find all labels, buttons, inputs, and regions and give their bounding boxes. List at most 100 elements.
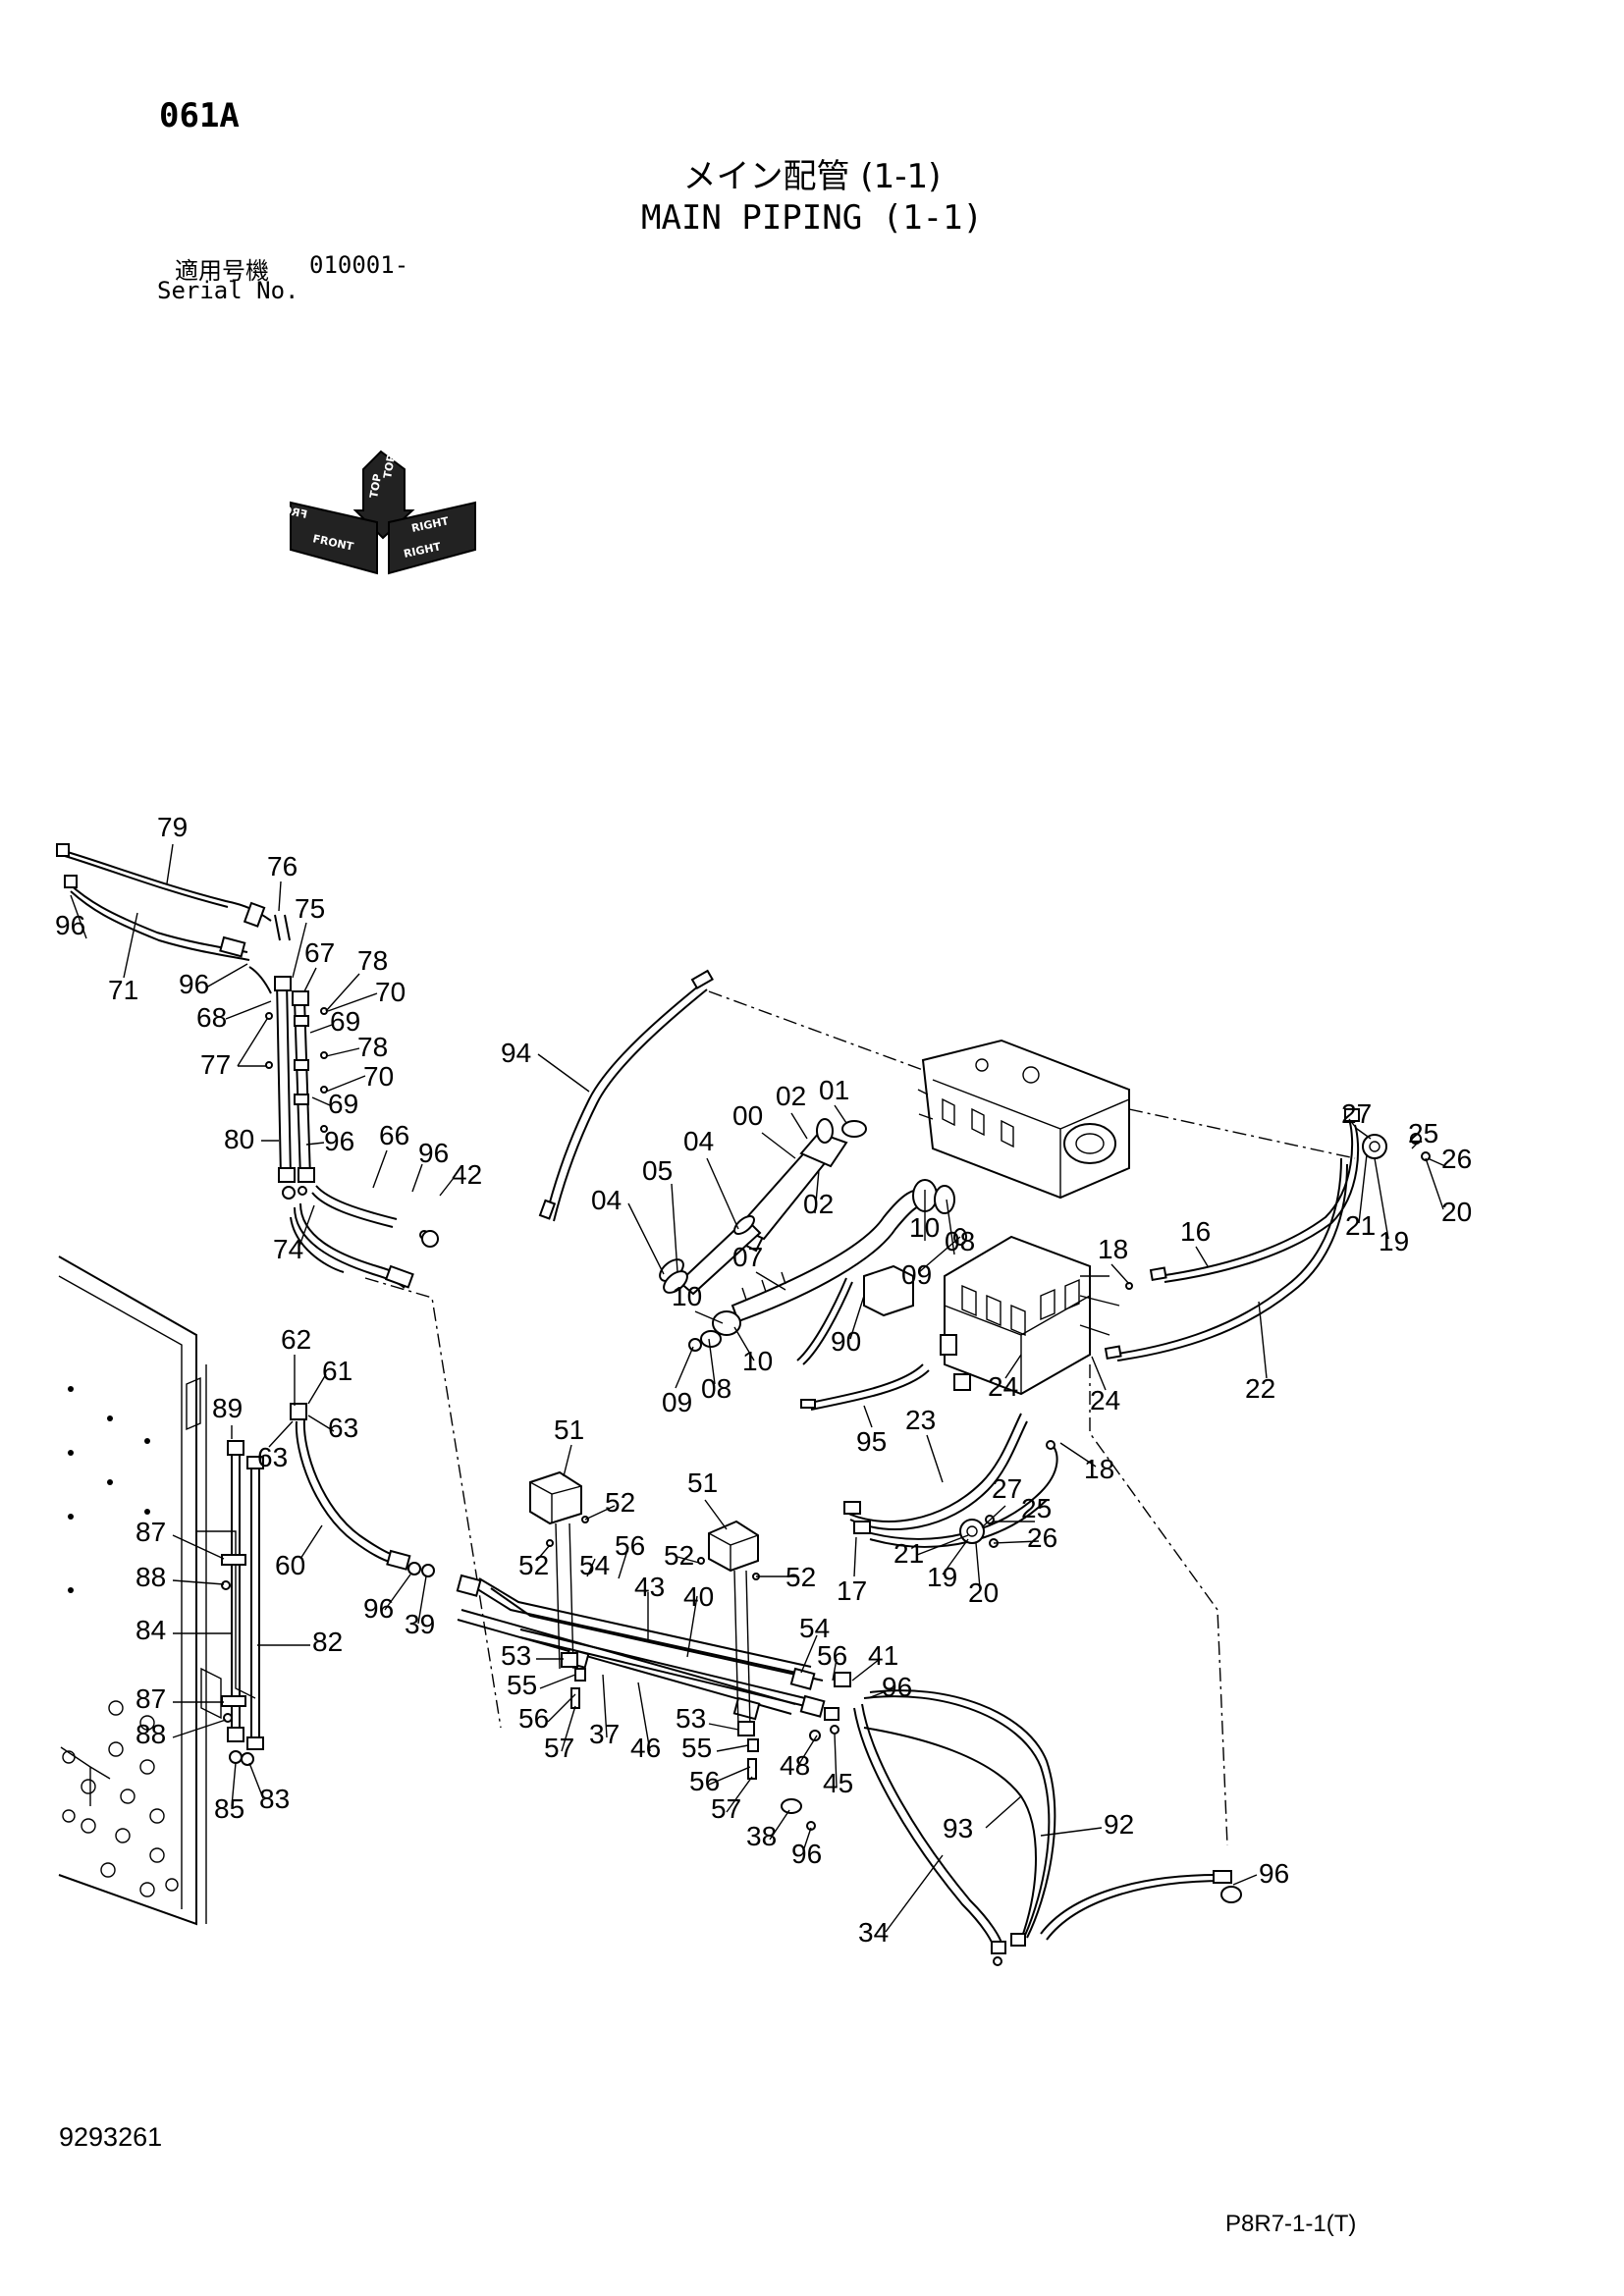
- callout-71: 71: [108, 975, 138, 1005]
- callout-18: 18: [1098, 1234, 1128, 1264]
- callout-77: 77: [200, 1049, 231, 1080]
- hose-assembly-79-71: [56, 843, 291, 994]
- callout-56: 56: [518, 1703, 549, 1734]
- brackets-51: [529, 1470, 760, 1729]
- callout-17: 17: [837, 1575, 867, 1606]
- callout-87: 87: [135, 1683, 166, 1714]
- callout-90: 90: [831, 1326, 861, 1357]
- callout-61: 61: [322, 1356, 352, 1386]
- callout-68: 68: [196, 1002, 227, 1033]
- callout-82: 82: [312, 1627, 343, 1657]
- callout-56: 56: [689, 1766, 720, 1796]
- callout-88: 88: [135, 1719, 166, 1749]
- footer-code: P8R7-1-1(T): [1225, 2211, 1357, 2237]
- callout-60: 60: [275, 1550, 305, 1580]
- callout-83: 83: [259, 1784, 290, 1814]
- orientation-label-top-mirrored: TOP: [381, 454, 398, 480]
- callout-84: 84: [135, 1615, 166, 1645]
- callout-70: 70: [363, 1061, 394, 1092]
- callout-76: 76: [267, 851, 298, 881]
- callout-80: 80: [224, 1124, 254, 1154]
- callout-08: 08: [945, 1226, 975, 1256]
- callout-18: 18: [1084, 1454, 1114, 1484]
- callout-75: 75: [295, 893, 325, 924]
- serial-label-english: Serial No.: [157, 277, 299, 304]
- hose-assembly-66-74: [282, 1185, 502, 1729]
- callout-74: 74: [273, 1234, 303, 1264]
- callout-51: 51: [687, 1468, 718, 1498]
- frame-panel: [58, 1255, 256, 1926]
- callout-96: 96: [1259, 1858, 1289, 1889]
- callout-08: 08: [701, 1373, 731, 1404]
- callout-62: 62: [281, 1324, 311, 1355]
- callout-78: 78: [357, 1032, 388, 1062]
- callout-02: 02: [803, 1189, 834, 1219]
- callout-54: 54: [799, 1613, 830, 1643]
- tubes-67-70: [265, 976, 328, 1183]
- callout-69: 69: [328, 1089, 358, 1119]
- callout-96: 96: [55, 910, 85, 940]
- callout-78: 78: [357, 945, 388, 976]
- callout-57: 57: [544, 1733, 574, 1763]
- callout-10: 10: [742, 1346, 773, 1376]
- leader-lines: [70, 843, 1446, 1933]
- callout-96: 96: [882, 1672, 912, 1702]
- callout-96: 96: [179, 969, 209, 999]
- callout-63: 63: [328, 1413, 358, 1443]
- callout-07: 07: [732, 1242, 763, 1272]
- callout-34: 34: [858, 1917, 889, 1948]
- callout-70: 70: [375, 977, 406, 1007]
- hose-94: [538, 969, 924, 1222]
- callout-89: 89: [212, 1393, 243, 1423]
- callout-43: 43: [634, 1572, 665, 1602]
- pipes-82-84: [221, 1440, 264, 1766]
- orientation-icon: FRONT TOP RIGHT FRONT TOP RIGHT: [265, 450, 476, 575]
- callout-51: 51: [554, 1415, 584, 1445]
- callout-09: 09: [901, 1259, 932, 1290]
- serial-label-japanese: 適用号機: [175, 257, 269, 285]
- pilot-hose-90-95: [796, 1264, 930, 1411]
- callout-53: 53: [501, 1640, 531, 1671]
- callout-67: 67: [304, 937, 335, 968]
- hose-60: [290, 1403, 435, 1577]
- callout-20: 20: [968, 1577, 999, 1608]
- callout-88: 88: [135, 1562, 166, 1592]
- hoses-34-92-93: [853, 1689, 1242, 1966]
- callout-96: 96: [791, 1839, 822, 1869]
- hoses-16-22: [1104, 1108, 1431, 1362]
- callout-41: 41: [868, 1640, 898, 1671]
- callout-23: 23: [905, 1405, 936, 1435]
- callout-53: 53: [676, 1703, 706, 1734]
- callout-25: 25: [1408, 1118, 1438, 1148]
- callout-19: 19: [1379, 1226, 1409, 1256]
- callout-22: 22: [1245, 1373, 1275, 1404]
- orientation-label-top: TOP: [367, 473, 384, 500]
- callout-10: 10: [672, 1281, 702, 1311]
- callout-26: 26: [1441, 1144, 1472, 1174]
- callout-52: 52: [605, 1487, 635, 1518]
- callout-79: 79: [157, 812, 188, 842]
- callout-09: 09: [662, 1387, 692, 1417]
- callout-26: 26: [1027, 1522, 1057, 1553]
- callout-85: 85: [214, 1793, 244, 1824]
- callout-27: 27: [992, 1473, 1022, 1504]
- callout-96: 96: [418, 1138, 449, 1168]
- callout-02: 02: [776, 1081, 806, 1111]
- callout-87: 87: [135, 1517, 166, 1547]
- callout-45: 45: [823, 1768, 853, 1798]
- callout-55: 55: [681, 1733, 712, 1763]
- callout-54: 54: [579, 1550, 610, 1580]
- callout-04: 04: [683, 1126, 714, 1156]
- callout-16: 16: [1180, 1216, 1211, 1247]
- callout-20: 20: [1441, 1197, 1472, 1227]
- callout-52: 52: [664, 1540, 694, 1571]
- callout-56: 56: [615, 1530, 645, 1561]
- fittings-53-57: [561, 1652, 851, 1831]
- callout-66: 66: [379, 1120, 409, 1150]
- callout-55: 55: [507, 1670, 537, 1700]
- page-title-english: MAIN PIPING (1-1): [641, 198, 983, 238]
- callout-96: 96: [324, 1126, 354, 1156]
- callout-24: 24: [988, 1371, 1018, 1402]
- document-number: 9293261: [59, 2122, 163, 2152]
